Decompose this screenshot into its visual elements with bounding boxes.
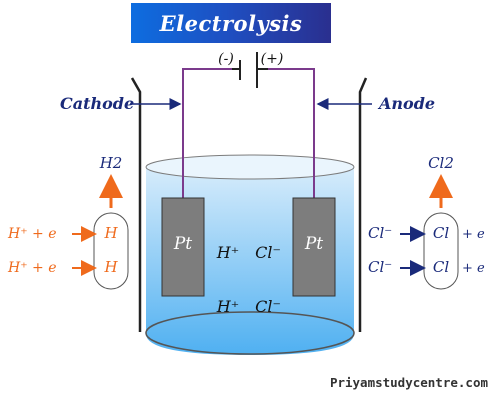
solution-cation: H⁺ <box>216 243 239 262</box>
solution-cation: H⁺ <box>216 297 239 316</box>
page-title: Electrolysis <box>159 10 303 36</box>
title-banner: Electrolysis <box>131 3 331 43</box>
anode-electron: + e <box>462 227 485 242</box>
cathode-product: H <box>103 224 118 242</box>
anode-label: Anode <box>377 94 435 113</box>
cathode-reactants: H⁺ + e <box>7 226 57 242</box>
cathode-product: H <box>103 258 118 276</box>
battery-positive-label: (+) <box>261 51 284 67</box>
hydrogen-gas-label: H2 <box>99 154 123 172</box>
solution-anion: Cl⁻ <box>255 297 281 316</box>
anode-product: Cl <box>433 258 449 276</box>
hydrogen-product-capsule <box>93 212 129 290</box>
beaker-wall-left <box>130 77 142 332</box>
anode-product: Cl <box>433 224 449 242</box>
anode-wire <box>268 68 315 200</box>
battery-icon <box>232 52 268 88</box>
anode-reactant: Cl⁻ <box>368 224 392 242</box>
anode-plate-label: Pt <box>304 234 323 254</box>
credit-text: Priyamstudycentre.com <box>329 375 488 390</box>
anode-reactant: Cl⁻ <box>368 258 392 276</box>
solution-anion: Cl⁻ <box>255 243 281 262</box>
cathode-reactants: H⁺ + e <box>7 260 57 276</box>
anode-plate <box>292 197 336 297</box>
cathode-wire <box>182 68 232 200</box>
solution-surface <box>145 154 355 180</box>
battery-negative-label: (-) <box>218 51 234 67</box>
cathode-plate <box>161 197 205 297</box>
anode-electron: + e <box>462 261 485 276</box>
cathode-label: Cathode <box>60 94 134 113</box>
beaker-bottom <box>145 311 355 355</box>
beaker-wall-right <box>358 77 368 332</box>
chlorine-gas-label: Cl2 <box>428 154 454 172</box>
chlorine-product-capsule <box>423 212 459 290</box>
cathode-plate-label: Pt <box>173 234 192 254</box>
